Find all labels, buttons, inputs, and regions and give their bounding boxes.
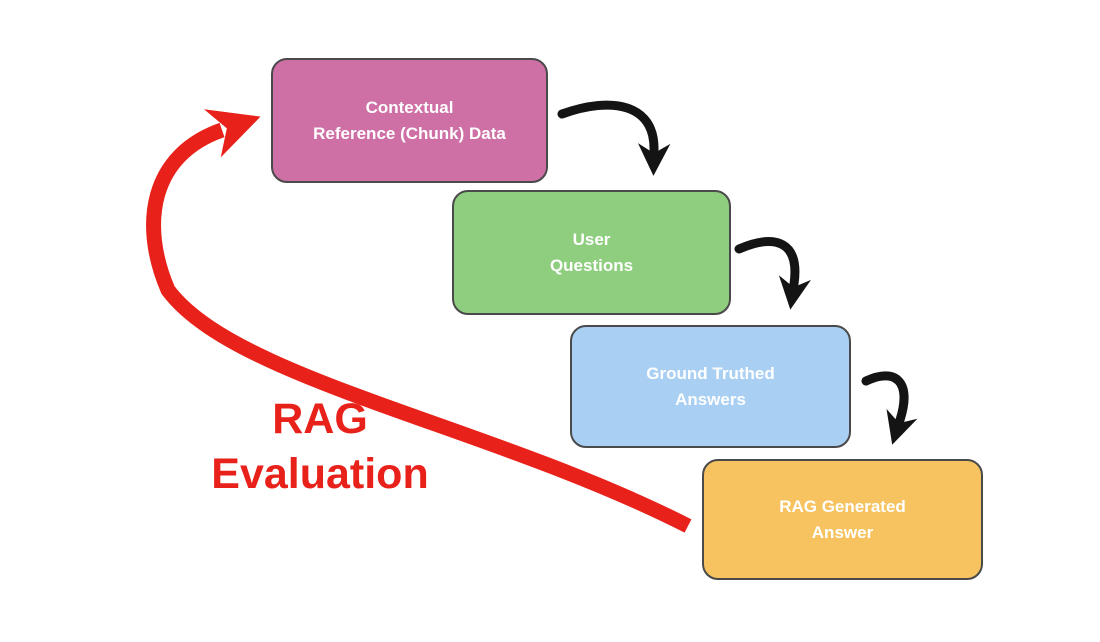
box-ground-truthed-answers: Ground Truthed Answers xyxy=(570,325,851,448)
box-user-questions: User Questions xyxy=(452,190,731,315)
rag-evaluation-label: RAG Evaluation xyxy=(211,395,429,499)
flow-arrow-2 xyxy=(734,237,811,310)
flow-arrow-1 xyxy=(557,100,671,176)
flow-arrow-3 xyxy=(861,371,918,445)
box-rag-generated-answer: RAG Generated Answer xyxy=(702,459,983,580)
box-contextual-reference-chunk-data: Contextual Reference (Chunk) Data xyxy=(271,58,548,183)
evaluation-arrow xyxy=(146,109,692,533)
